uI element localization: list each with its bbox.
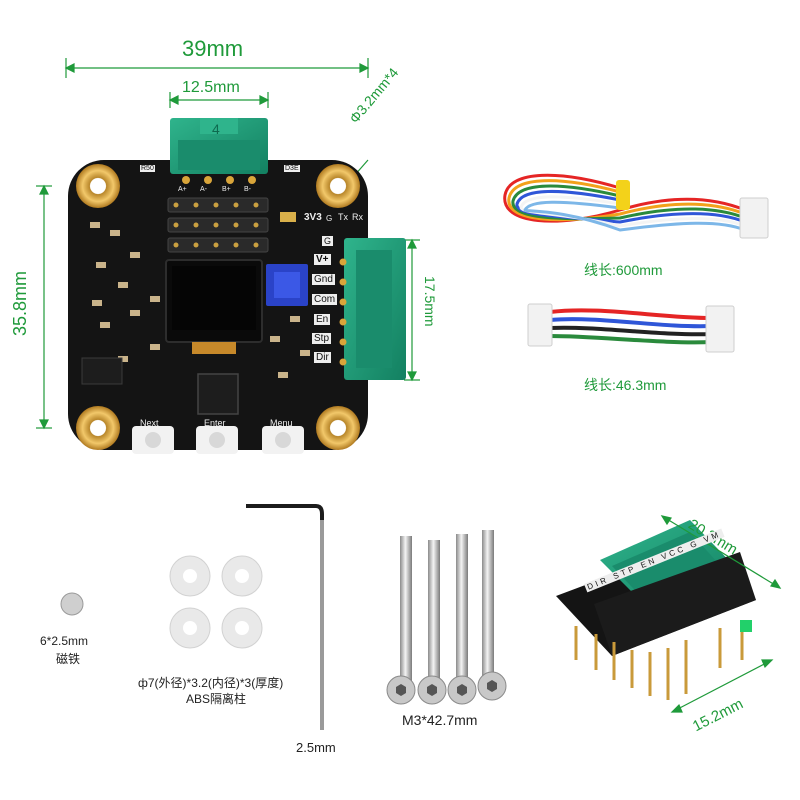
- spacer-spec-label: ф7(外径)*3.2(内径)*3(厚度): [138, 676, 284, 690]
- pin-label-com: Com: [312, 294, 338, 305]
- pin-label-vplus: V+: [314, 254, 331, 265]
- screw-spec-label: M3*42.7mm: [402, 712, 478, 728]
- short-cable-length: 线长:46.3mm: [584, 377, 667, 393]
- width-dimension-line: [64, 58, 370, 78]
- enter-button-label: Enter: [204, 418, 226, 428]
- cable-tie: [616, 180, 630, 210]
- side-connector-height-label: 17.5mm: [422, 276, 438, 327]
- board-width-label: 39mm: [182, 36, 244, 61]
- cable-plug-large: [739, 197, 769, 239]
- silk-g-uart: G: [326, 214, 333, 223]
- connector-width-label: 12.5mm: [182, 79, 240, 96]
- short-cable-plug-right: [705, 305, 735, 353]
- connector-digit: 4: [212, 121, 220, 137]
- magnet-size-label: 6*2.5mm: [40, 634, 89, 648]
- next-button-label: Next: [140, 418, 159, 428]
- spacer-name-label: ABS隔离柱: [186, 692, 247, 706]
- silk-b-minus: B-: [244, 186, 251, 193]
- long-cable: [503, 173, 747, 232]
- pin-label-g: G: [322, 236, 334, 246]
- hex-key: [246, 504, 324, 730]
- pin-label-dir: Dir: [314, 352, 331, 363]
- pin-label-en: En: [314, 314, 331, 325]
- silk-r50: R50: [140, 165, 155, 172]
- silk-a-plus: A+: [178, 186, 187, 193]
- m3-screws: [386, 530, 507, 705]
- silk-d3e: D3E: [284, 165, 300, 172]
- magnet: [60, 592, 84, 616]
- short-cable: [548, 308, 714, 345]
- menu-button-label: Menu: [270, 418, 293, 428]
- side-connector-dimension-line: [404, 238, 420, 382]
- silk-rx: Rx: [352, 212, 363, 222]
- silk-tx: Tx: [338, 212, 348, 222]
- long-cable-length: 线长:600mm: [584, 262, 663, 278]
- height-dimension-line: [36, 184, 52, 430]
- silk-a-minus: A-: [200, 186, 207, 193]
- driver-board: [68, 118, 406, 454]
- pin-label-stp: Stp: [312, 333, 332, 344]
- adapter-dimension-lines: [660, 515, 782, 713]
- magnet-name-label: 磁铁: [56, 652, 81, 666]
- short-cable-plug-left: [527, 303, 553, 347]
- board-height-label: 35.8mm: [10, 270, 30, 336]
- silk-b-plus: B+: [222, 186, 231, 193]
- silk-3v3: 3V3: [304, 212, 322, 223]
- pin-label-gnd: Gnd: [312, 274, 335, 285]
- connector-dimension-line: [168, 92, 270, 108]
- hex-key-size-label: 2.5mm: [296, 740, 336, 755]
- abs-spacers: [169, 555, 263, 649]
